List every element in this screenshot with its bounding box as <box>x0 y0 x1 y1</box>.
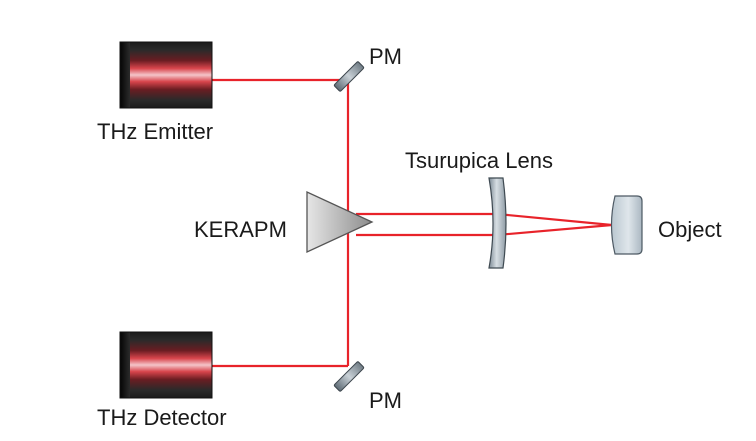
tsurupica-lens-icon <box>488 177 507 269</box>
object-label: Object <box>658 217 722 242</box>
parabolic-mirror-bottom-icon <box>333 361 365 392</box>
object-icon <box>610 195 643 255</box>
parabolic-mirror-top-icon <box>333 61 365 92</box>
beam-paths <box>212 78 613 368</box>
thz-detector-label: THz Detector <box>97 405 227 430</box>
pm-top-label: PM <box>369 44 402 69</box>
pm-bottom-label: PM <box>369 388 402 413</box>
beam-lens-to-object-upper <box>496 212 613 227</box>
thz-emitter-label: THz Emitter <box>97 119 213 144</box>
kerapm-prism-icon <box>306 190 374 254</box>
beam-lens-to-object-lower <box>496 223 613 237</box>
kerapm-label: KERAPM <box>194 217 287 242</box>
tsurupica-lens-label: Tsurupica Lens <box>405 148 553 173</box>
thz-emitter-device-icon <box>119 41 213 109</box>
thz-detector-device-icon <box>119 331 213 399</box>
